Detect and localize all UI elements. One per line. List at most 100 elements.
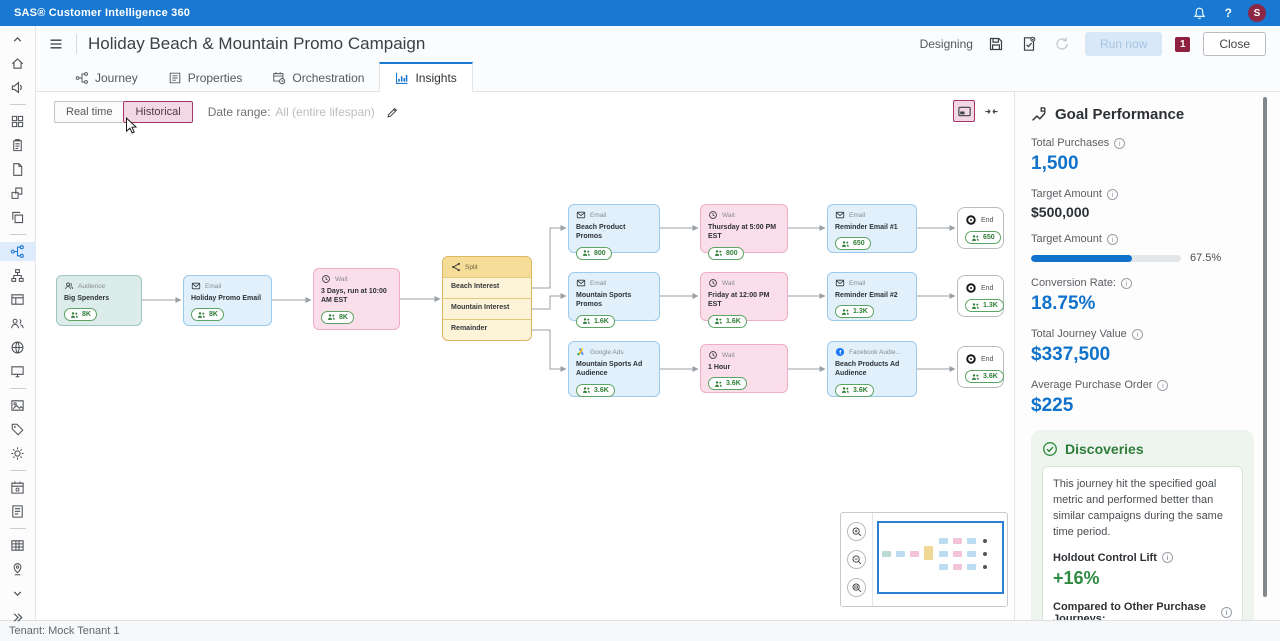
sidebar-item-segments[interactable] <box>0 266 36 285</box>
metric-target-amount: Target Amount $500,000 <box>1031 188 1254 220</box>
zoom-controls <box>841 513 873 606</box>
info-icon[interactable] <box>1106 188 1118 200</box>
sidebar-item-assets[interactable] <box>0 184 36 203</box>
split-branch[interactable]: Mountain Interest <box>443 298 531 319</box>
sidebar-scroll-down[interactable] <box>0 584 36 603</box>
tab-orchestration[interactable]: Orchestration <box>257 62 379 91</box>
canvas-tools <box>953 100 1002 122</box>
split-branch[interactable]: Remainder <box>443 319 531 340</box>
zoom-out-button[interactable] <box>847 550 866 569</box>
sidebar-item-connectors[interactable] <box>0 560 36 579</box>
sidebar-item-tags[interactable] <box>0 420 36 439</box>
run-now-button[interactable]: Run now <box>1084 32 1163 56</box>
user-avatar[interactable]: S <box>1248 4 1266 22</box>
svg-text:f: f <box>839 350 841 356</box>
refresh-button[interactable] <box>1052 34 1072 54</box>
split-branch[interactable]: Beach Interest <box>443 277 531 298</box>
real-time-toggle[interactable]: Real time <box>54 101 124 123</box>
google-ads-icon <box>577 348 584 356</box>
sidebar-item-tasks[interactable] <box>0 136 36 155</box>
info-icon[interactable] <box>1114 137 1126 149</box>
minimap-node <box>967 564 976 570</box>
info-icon[interactable] <box>1106 233 1118 245</box>
sidebar-item-documents[interactable] <box>0 160 36 179</box>
target-progress-bar <box>1031 254 1181 262</box>
help-button[interactable]: ? <box>1224 6 1232 20</box>
document-icon <box>13 163 23 176</box>
minimap-node <box>953 564 962 570</box>
info-icon[interactable] <box>1121 277 1132 289</box>
sidebar-item-media[interactable] <box>0 396 36 415</box>
zoom-out-icon <box>852 555 861 564</box>
close-button[interactable]: Close <box>1203 32 1266 56</box>
metric-conversion-rate: Conversion Rate: 18.75% <box>1031 277 1254 315</box>
sidebar-item-journeys[interactable] <box>0 242 36 261</box>
notifications-bell-icon[interactable] <box>1190 4 1209 23</box>
sidebar-item-audiences[interactable] <box>0 314 36 333</box>
validate-button[interactable] <box>1019 34 1039 54</box>
info-icon[interactable] <box>1131 328 1143 340</box>
zoom-in-button[interactable] <box>847 522 866 541</box>
node-header: Wait <box>708 350 780 360</box>
sidebar-item-notes[interactable] <box>0 502 36 521</box>
minimap-node <box>939 538 948 544</box>
journey-canvas[interactable]: Real time Historical Date range: All (en… <box>36 92 1014 620</box>
tab-insights[interactable]: Insights <box>379 62 473 92</box>
edit-pencil-icon[interactable] <box>386 106 399 119</box>
people-icon <box>971 302 979 309</box>
end-icon <box>966 354 976 364</box>
info-icon[interactable] <box>1221 607 1232 619</box>
tab-journey[interactable]: Journey <box>60 62 153 91</box>
minimap-toggle-button[interactable] <box>953 100 975 122</box>
node-header: Email <box>576 278 652 288</box>
minimap-node <box>939 564 948 570</box>
info-icon[interactable] <box>1161 552 1173 564</box>
tenant-label: Tenant: Mock Tenant 1 <box>9 625 120 637</box>
save-button[interactable] <box>986 34 1006 54</box>
sidebar-item-web[interactable] <box>0 338 36 357</box>
sidebar-item-copies[interactable] <box>0 208 36 227</box>
sidebar-item-home[interactable] <box>0 54 36 73</box>
error-count-badge[interactable]: 1 <box>1175 36 1191 52</box>
minimap-panel <box>840 512 1008 607</box>
panel-scrollbar[interactable] <box>1263 97 1267 597</box>
check-circle-icon <box>1043 442 1057 456</box>
sidebar-item-dashboards[interactable] <box>0 112 36 131</box>
collapse-panel-button[interactable] <box>980 100 1002 122</box>
sidebar-item-spots[interactable] <box>0 444 36 463</box>
pin-icon <box>13 563 22 576</box>
campaign-menu-button[interactable] <box>46 34 66 54</box>
form-icon <box>11 294 24 305</box>
tab-properties[interactable]: Properties <box>153 62 258 91</box>
sidebar-item-devices[interactable] <box>0 362 36 381</box>
info-icon[interactable] <box>1157 379 1169 391</box>
sidebar-item-forms[interactable] <box>0 290 36 309</box>
zoom-fit-button[interactable] <box>847 578 866 597</box>
node-title: Reminder Email #2 <box>835 292 898 299</box>
historical-toggle[interactable]: Historical <box>123 101 193 123</box>
sidebar-item-events[interactable] <box>0 478 36 497</box>
sidebar-item-announcements[interactable] <box>0 78 36 97</box>
email-icon <box>576 211 586 219</box>
sidebar-item-tables[interactable] <box>0 536 36 555</box>
minimap-viewport[interactable] <box>877 521 1004 594</box>
metric-target-progress: Target Amount 67.5% <box>1031 233 1254 264</box>
sidebar-collapse-button[interactable] <box>0 30 36 49</box>
count-badge: 8K <box>321 310 354 324</box>
